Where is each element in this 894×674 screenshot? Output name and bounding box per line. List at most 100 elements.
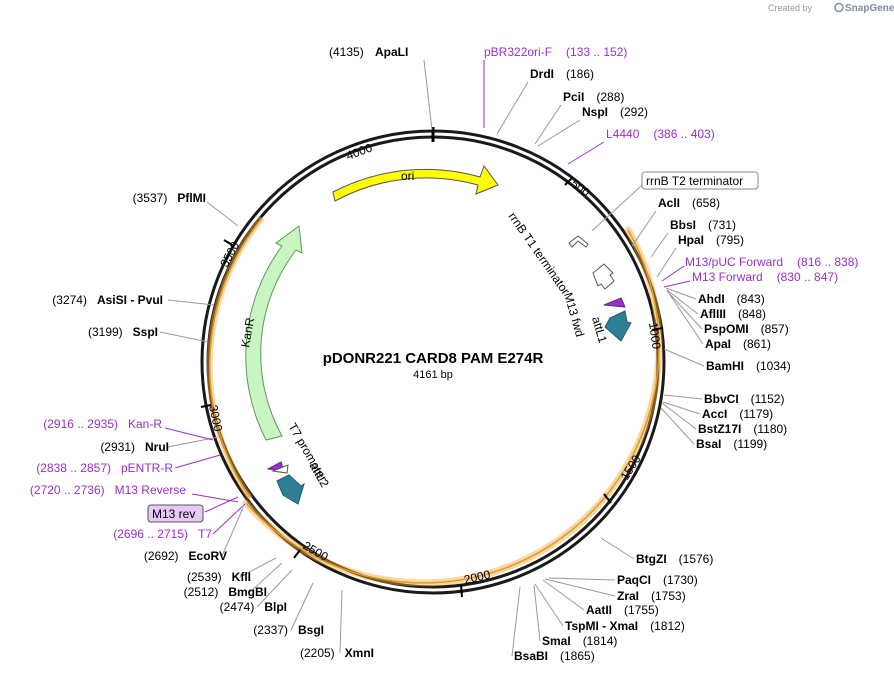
- tick-4000: 4000: [344, 140, 374, 162]
- pos-kan-r: (2916 .. 2935): [43, 417, 118, 431]
- label-bsgi: BsgI: [298, 623, 324, 637]
- connector-btgzi: [600, 537, 635, 560]
- label-acli: AclI: [658, 196, 680, 210]
- pos-pcii: (288): [596, 90, 624, 104]
- pos-blpi: (2474): [220, 600, 255, 614]
- pos-m13-forward: (830 .. 847): [777, 270, 838, 284]
- label-afliii: AflIII: [700, 307, 726, 321]
- connector-l4440: [567, 141, 605, 165]
- label-m13-reverse: M13 Reverse: [115, 483, 187, 497]
- label-l4440: L4440: [606, 127, 640, 141]
- tick-mark-1000: [651, 327, 664, 331]
- label-kfli: KflI: [232, 570, 251, 584]
- pos-btgzi: (1576): [679, 552, 714, 566]
- tick-1000: 1000: [646, 321, 664, 350]
- label-bsabi: BsaBI: [514, 649, 548, 663]
- tick-2000: 2000: [463, 567, 492, 587]
- pos-kfli: (2539): [187, 570, 222, 584]
- connector-hpai: [656, 247, 677, 278]
- tick-mark-3000: [200, 404, 212, 408]
- connector-tspmi-xmai: [534, 583, 564, 627]
- label-m13-puc-forward: M13/pUC Forward: [685, 255, 783, 269]
- label-btgzi: BtgZI: [636, 552, 667, 566]
- label-bbsi: BbsI: [670, 218, 696, 232]
- connector-paqci: [548, 577, 616, 581]
- attl2-feature[interactable]: [276, 474, 305, 505]
- m13-rev-box[interactable]: [147, 504, 204, 523]
- kanr-label: KanR: [238, 316, 257, 348]
- connector-rrnb-t2-terminator: [591, 184, 643, 232]
- pos-bamhi: (1034): [756, 359, 791, 373]
- kanr-feature[interactable]: [245, 225, 303, 441]
- label-ahdi: AhdI: [698, 292, 725, 306]
- label-aatii: AatII: [586, 603, 612, 617]
- attl1-label: attL1: [589, 315, 610, 345]
- pos-smai: (1814): [583, 634, 618, 648]
- attl2-label: attL2: [306, 460, 332, 490]
- label-bbvci: BbvCI: [704, 392, 739, 406]
- pos-acci: (1179): [739, 407, 773, 421]
- connector-bmgbi: [249, 562, 283, 593]
- plasmid-name: pDONR221 CARD8 PAM E274R: [323, 350, 544, 367]
- connector-zrai: [544, 578, 616, 597]
- tick-mark-2500: [293, 549, 301, 559]
- label-smai: SmaI: [542, 634, 571, 648]
- connector-sspi: [159, 331, 209, 343]
- tick-mark-500: [564, 176, 574, 186]
- plasmid-size: 4161 bp: [413, 369, 453, 381]
- label-apai: ApaI: [705, 337, 731, 351]
- rrnb-t1-terminator-icon[interactable]: [592, 263, 615, 290]
- label-bamhi: BamHI: [706, 359, 744, 373]
- connector-blpi: [256, 569, 293, 608]
- pos-drdi: (186): [566, 67, 594, 81]
- connector-pcii: [534, 104, 562, 145]
- connector-smai: [533, 584, 541, 642]
- label-drdi: DrdI: [530, 67, 554, 81]
- m13-fwd-primer-icon[interactable]: [603, 297, 626, 308]
- pos-nspi: (292): [620, 105, 648, 119]
- ori-label-text: ori: [401, 169, 414, 183]
- pos-bsai: (1199): [733, 437, 767, 451]
- insert-highlight: [245, 229, 660, 584]
- label-asisi-pvui: AsiSI - PvuI: [97, 293, 163, 307]
- connector-afliii: [666, 289, 699, 315]
- label-pflmi: PflMI: [177, 191, 206, 205]
- rrnb-t2-terminator-box[interactable]: [641, 171, 759, 190]
- label-sspi: SspI: [133, 325, 158, 339]
- label-pentr-r: pENTR-R: [121, 461, 173, 475]
- connector-asisi-pvui: [167, 299, 215, 306]
- credit-brand: SnapGene: [845, 3, 894, 14]
- connector-apali: [423, 59, 433, 131]
- label-pspomi: PspOMI: [704, 322, 749, 336]
- label-m13-rev: M13 rev: [152, 507, 195, 521]
- pos-asisi-pvui: (3274): [52, 293, 87, 307]
- pos-aatii: (1755): [624, 603, 659, 617]
- connector-acci: [662, 401, 701, 415]
- label-zrai: ZraI: [617, 589, 639, 603]
- connector-bbsi: [650, 232, 669, 258]
- label-nspi: NspI: [582, 105, 608, 119]
- credit-created-by: Created by: [768, 3, 813, 13]
- label-pcii: PciI: [563, 90, 584, 104]
- pos-apai: (861): [743, 337, 771, 351]
- pos-hpai: (795): [716, 233, 744, 247]
- pos-apali: (4135): [329, 45, 364, 59]
- connector-acli: [631, 210, 657, 247]
- tick-3000: 3000: [206, 404, 225, 433]
- rrnb-t2-terminator-icon[interactable]: [568, 235, 589, 248]
- label-t7: T7: [198, 527, 212, 541]
- label-kan-r: Kan-R: [128, 417, 162, 431]
- pos-bbvci: (1152): [751, 392, 785, 406]
- connector-m13-puc-forward: [661, 265, 685, 282]
- tick-mark-1500: [603, 493, 612, 504]
- t7-promoter-icon[interactable]: [271, 464, 289, 474]
- tick-mark-2000: [460, 584, 463, 598]
- pos-pbr322ori-f: (133 .. 152): [566, 45, 627, 59]
- kanr-highlight: [208, 217, 263, 499]
- connector-bamhi: [663, 348, 705, 367]
- attl1-feature[interactable]: [604, 310, 632, 342]
- ori-feature[interactable]: [332, 164, 499, 202]
